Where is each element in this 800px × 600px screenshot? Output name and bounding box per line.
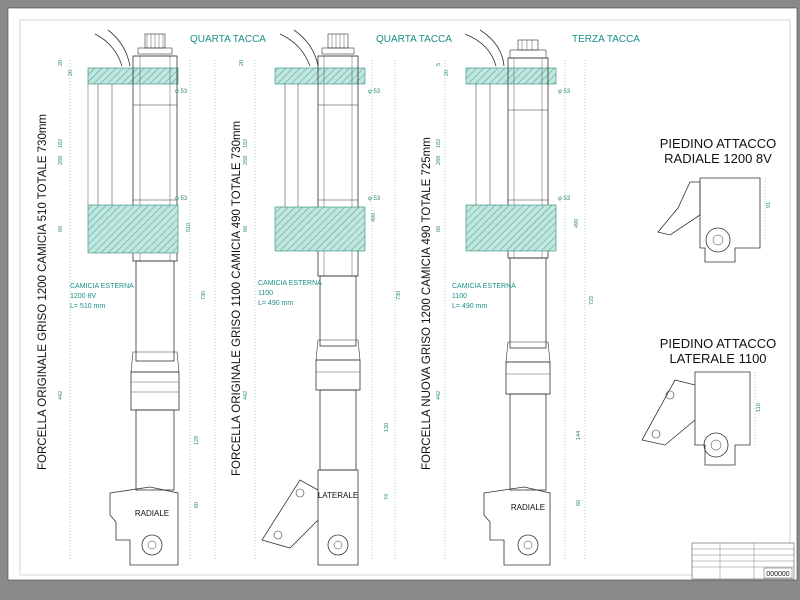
lower-triple-clamp (274, 206, 366, 252)
detail-radial-foot (657, 177, 766, 263)
dimension-label: 60 (194, 502, 200, 508)
notch-label: QUARTA TACCA (190, 34, 266, 45)
fork-side-title: FORCELLA NUOVA GRISO 1200 CAMICIA 490 TO… (421, 137, 433, 470)
foot-label: RADIALE (135, 509, 169, 518)
detail-radial-title: PIEDINO ATTACCO (660, 136, 777, 151)
fork-1 (69, 29, 216, 566)
dimension-label: 144 (576, 431, 582, 440)
dimension-label: 730 (201, 291, 207, 300)
diameter-label: φ 53 (368, 89, 381, 95)
dimension-label: 268 (436, 156, 442, 165)
detail-lateral-title: PIEDINO ATTACCO (660, 336, 777, 351)
dimension-label: 20 (239, 60, 245, 66)
title-block (691, 542, 795, 580)
sleeve-note-line: 1200 8V (70, 293, 96, 300)
dimension-label: 442 (436, 391, 442, 400)
diameter-label: φ 53 (175, 196, 188, 202)
sleeve-note-line: CAMICIA ESTERNA (452, 283, 516, 290)
dimension-label: 5 (436, 63, 442, 66)
lower-triple-clamp (87, 204, 179, 254)
dimension-label: 20 (68, 70, 74, 76)
fork-2 (254, 29, 396, 566)
sleeve-note-line: CAMICIA ESTERNA (258, 280, 322, 287)
dimension-label: 442 (58, 391, 64, 400)
notch-label: TERZA TACCA (572, 34, 640, 45)
dimension-label: 490 (371, 213, 377, 222)
dimension-label: 268 (243, 156, 249, 165)
detail-lateral-foot (641, 371, 756, 466)
sleeve-note-line: L= 490 mm (258, 300, 293, 307)
dimension-label: 20 (444, 70, 450, 76)
paper-inner-border (19, 19, 791, 576)
paper (7, 7, 798, 581)
sleeve-note-line: L= 490 mm (452, 303, 487, 310)
dimension-label: 66 (243, 226, 249, 232)
dimension-label: 725 (589, 296, 595, 305)
dimension-label: 20 (58, 60, 64, 66)
drawing-number: 000000 (766, 571, 789, 578)
dimension-label: 110 (756, 403, 762, 412)
fork-side-title: FORCELLA ORIGINALE GRISO 1200 CAMICIA 51… (37, 114, 49, 470)
notch-label: QUARTA TACCA (376, 34, 452, 45)
detail-lateral-subtitle: LATERALE 1100 (669, 351, 766, 366)
dimension-label: 442 (243, 391, 249, 400)
dimension-label: 182 (436, 139, 442, 148)
upper-triple-clamp (274, 67, 366, 85)
foot-label: LATERALE (318, 491, 358, 500)
dimension-label: 91 (766, 202, 772, 208)
diameter-label: φ 53 (558, 89, 571, 95)
dimension-label: 74 (384, 494, 390, 500)
dimension-label: 66 (58, 226, 64, 232)
dimension-label: 490 (574, 219, 580, 228)
dimension-label: 182 (58, 139, 64, 148)
diameter-label: φ 53 (175, 89, 188, 95)
lower-triple-clamp (465, 204, 557, 252)
dimension-label: 268 (58, 156, 64, 165)
dimension-label: 510 (186, 223, 192, 232)
sleeve-note-line: 1100 (258, 290, 273, 297)
dimension-label: 66 (436, 226, 442, 232)
dimension-label: 130 (384, 423, 390, 432)
detail-radial-subtitle: RADIALE 1200 8V (664, 151, 772, 166)
text-layer: QUARTA TACCA FORCELLA ORIGINALE GRISO 120… (37, 34, 790, 578)
sleeve-note-line: CAMICIA ESTERNA (70, 283, 134, 290)
dimension-label: 60 (576, 500, 582, 506)
diameter-label: φ 53 (558, 196, 571, 202)
upper-triple-clamp (465, 67, 557, 85)
fork-side-title: FORCELLA ORIGINALE GRISO 1100 CAMICIA 49… (231, 121, 243, 476)
foot-label: RADIALE (511, 503, 545, 512)
dimension-label: 128 (194, 436, 200, 445)
sleeve-note-line: L= 510 mm (70, 303, 105, 310)
sleeve-note-line: 1100 (452, 293, 467, 300)
dimension-label: 730 (396, 291, 402, 300)
dimension-label: 182 (243, 139, 249, 148)
fork-3 (444, 29, 586, 566)
diameter-label: φ 53 (368, 196, 381, 202)
